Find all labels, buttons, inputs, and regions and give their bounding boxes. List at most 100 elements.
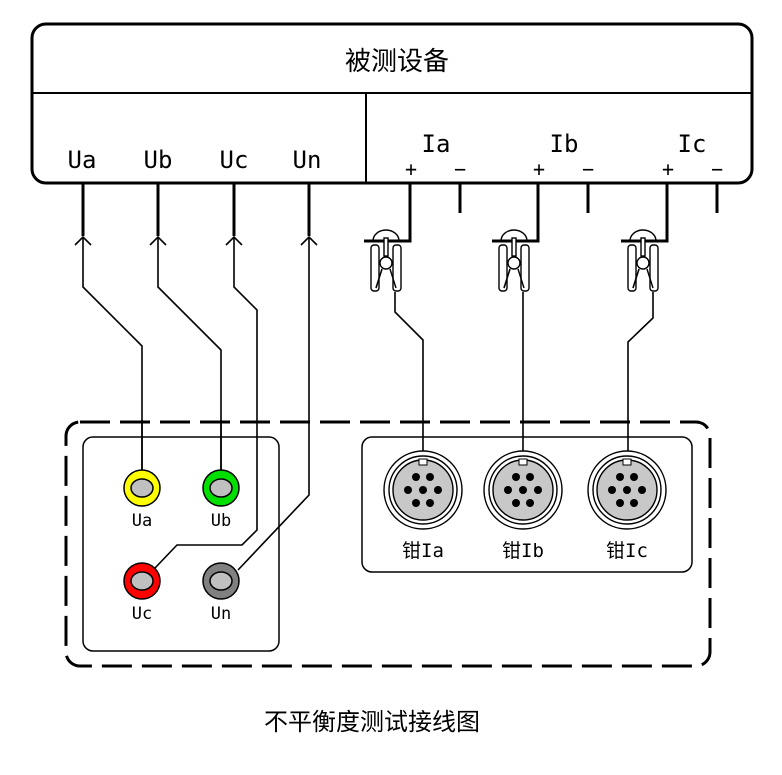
- instrument: [64, 420, 712, 668]
- jack-center-un: [209, 571, 233, 591]
- wire-clamp-ia: [394, 292, 424, 460]
- connector-ic[interactable]: [587, 450, 667, 530]
- clamp-hinge: [629, 229, 657, 242]
- clamp-pivot: [636, 256, 650, 270]
- wire-ia-plus: [364, 183, 412, 243]
- clamp-stem: [511, 237, 517, 257]
- connector-pin: [512, 499, 520, 507]
- connector-pin: [519, 486, 527, 494]
- voltage-jacks: Ua Ub Uc Un: [123, 469, 240, 624]
- wire-uc: [154, 237, 258, 569]
- connector-pin: [608, 486, 616, 494]
- clamp-spring-left: [632, 268, 640, 289]
- device-under-test: 被测设备 Ua Ub Uc Un Ia + − Ib + − Ic + −: [30, 22, 754, 185]
- jack-center-uc: [130, 571, 154, 591]
- jack-label-ua: Ua: [132, 511, 152, 531]
- clamp-spring-right: [646, 268, 654, 289]
- connector-pin: [623, 486, 631, 494]
- connector-ia[interactable]: [383, 450, 463, 530]
- clamp-stem: [383, 237, 389, 257]
- wire-clamp-ic: [627, 292, 654, 460]
- clamp-hinge: [372, 229, 400, 242]
- connector-pin: [526, 499, 534, 507]
- current-plus-ic: +: [662, 157, 674, 181]
- clamp-icon-ia[interactable]: [370, 229, 402, 292]
- terminal-label-ub: Ub: [144, 146, 173, 174]
- current-panel: [361, 436, 693, 573]
- clamp-pivot: [379, 256, 393, 270]
- current-plus-ib: +: [533, 157, 545, 181]
- wire-ic-plus: [621, 183, 669, 243]
- connector-pin: [404, 486, 412, 494]
- jack-un[interactable]: [202, 562, 240, 600]
- connector-pin: [630, 473, 638, 481]
- jack-center-ub: [209, 478, 233, 498]
- connector-pin: [534, 486, 542, 494]
- clamp-spring-left: [503, 268, 511, 289]
- wire-ub: [157, 237, 222, 475]
- connector-pin: [426, 499, 434, 507]
- clamp-icon-ib[interactable]: [498, 229, 530, 292]
- jack-ua[interactable]: [123, 469, 161, 507]
- clamp-spring-left: [375, 268, 383, 289]
- connector-pin: [630, 499, 638, 507]
- current-minus-ia: −: [454, 157, 466, 181]
- current-clamps: [370, 229, 659, 292]
- jack-label-ub: Ub: [211, 511, 231, 531]
- clamp-spring-right: [517, 268, 525, 289]
- wire-un: [237, 237, 310, 571]
- connector-pin: [434, 486, 442, 494]
- clamp-jaw-right: [649, 244, 659, 292]
- connector-label-ia: 钳Ia: [402, 540, 444, 562]
- connector-pin: [419, 486, 427, 494]
- clamp-jaw-left: [498, 244, 508, 292]
- terminal-label-ua: Ua: [68, 146, 97, 174]
- terminal-label-un: Un: [293, 146, 322, 174]
- connector-pin: [526, 473, 534, 481]
- instrument-outline: [64, 420, 712, 668]
- connector-pin: [504, 486, 512, 494]
- diagram-caption: 不平衡度测试接线图: [264, 708, 480, 736]
- device-box: [30, 22, 754, 185]
- jack-ub[interactable]: [202, 469, 240, 507]
- jack-center-ua: [130, 478, 154, 498]
- connector-label-ic: 钳Ic: [606, 540, 648, 562]
- jack-label-uc: Uc: [132, 604, 152, 624]
- voltage-wires: [74, 183, 318, 571]
- clamp-stem: [640, 237, 646, 257]
- device-title: 被测设备: [345, 47, 449, 77]
- current-label-ib: Ib: [550, 130, 579, 158]
- current-label-ic: Ic: [678, 130, 707, 158]
- connector-key-notch: [622, 458, 632, 466]
- connector-pin: [616, 499, 624, 507]
- clamp-jaw-right: [520, 244, 530, 292]
- current-label-ia: Ia: [422, 130, 451, 158]
- current-wires: [364, 183, 719, 460]
- clamp-pivot: [507, 256, 521, 270]
- connector-key-notch: [418, 458, 428, 466]
- connector-pin: [616, 473, 624, 481]
- jack-label-un: Un: [211, 604, 231, 624]
- current-minus-ib: −: [582, 157, 594, 181]
- wire-ua: [82, 237, 143, 475]
- current-plus-ia: +: [405, 157, 417, 181]
- clamp-hinge: [500, 229, 528, 242]
- connector-pin: [512, 473, 520, 481]
- clamp-jaw-left: [627, 244, 637, 292]
- clamp-icon-ic[interactable]: [627, 229, 659, 292]
- connector-label-ib: 钳Ib: [502, 540, 544, 562]
- connector-key-notch: [518, 458, 528, 466]
- connector-pin: [638, 486, 646, 494]
- clamp-spring-right: [389, 268, 397, 289]
- current-minus-ic: −: [711, 157, 723, 181]
- clamp-connectors: [383, 450, 667, 530]
- connector-pin: [412, 473, 420, 481]
- connector-ib[interactable]: [483, 450, 563, 530]
- wire-ib-plus: [492, 183, 540, 243]
- terminal-label-uc: Uc: [220, 146, 249, 174]
- connector-pin: [426, 473, 434, 481]
- jack-uc[interactable]: [123, 562, 161, 600]
- clamp-jaw-left: [370, 244, 380, 292]
- connector-pin: [412, 499, 420, 507]
